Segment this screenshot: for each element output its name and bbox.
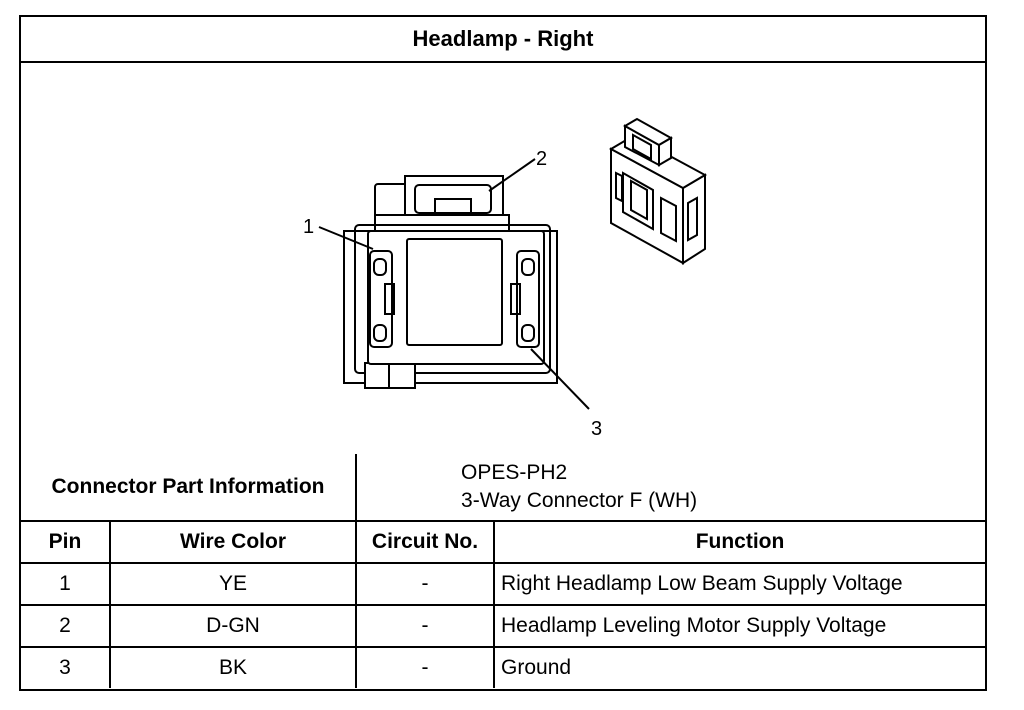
connector-info-label: Connector Part Information bbox=[21, 454, 358, 522]
pinout-table: Connector Part Information OPES-PH2 3-Wa… bbox=[21, 454, 986, 688]
circuit-cell: - bbox=[355, 646, 496, 688]
connector-part-number: OPES-PH2 bbox=[461, 461, 568, 484]
function-cell: Headlamp Leveling Motor Supply Voltage bbox=[493, 604, 986, 648]
connector-drawing: 1 2 3 bbox=[303, 117, 708, 440]
wire-color-cell: D-GN bbox=[108, 604, 358, 648]
function-cell: Ground bbox=[493, 646, 986, 688]
connector-isometric-view bbox=[608, 117, 708, 265]
connector-info-row: Connector Part Information OPES-PH2 3-Wa… bbox=[21, 454, 986, 522]
pinout-frame: Headlamp - Right bbox=[19, 15, 987, 691]
table-row: 2 D-GN - Headlamp Leveling Motor Supply … bbox=[21, 604, 986, 648]
pin-cell: 1 bbox=[21, 562, 111, 606]
page-title: Headlamp - Right bbox=[21, 17, 985, 63]
callout-3: 3 bbox=[591, 418, 602, 440]
function-cell: Right Headlamp Low Beam Supply Voltage bbox=[493, 562, 986, 606]
table-row: 1 YE - Right Headlamp Low Beam Supply Vo… bbox=[21, 562, 986, 606]
circuit-cell: - bbox=[355, 562, 496, 606]
callout-1: 1 bbox=[303, 216, 314, 238]
col-header-function: Function bbox=[493, 520, 986, 564]
pin-cell: 3 bbox=[21, 646, 111, 688]
table-row: 3 BK - Ground bbox=[21, 646, 986, 688]
connector-figure: 1 2 3 bbox=[21, 63, 985, 455]
col-header-wire-color: Wire Color bbox=[108, 520, 358, 564]
connector-description: 3-Way Connector F (WH) bbox=[461, 489, 698, 512]
circuit-cell: - bbox=[355, 604, 496, 648]
col-header-pin: Pin bbox=[21, 520, 111, 564]
col-header-circuit: Circuit No. bbox=[355, 520, 496, 564]
wire-color-cell: BK bbox=[108, 646, 358, 688]
connector-info-value: OPES-PH2 3-Way Connector F (WH) bbox=[355, 454, 986, 522]
callout-2: 2 bbox=[536, 148, 547, 170]
wire-color-cell: YE bbox=[108, 562, 358, 606]
connector-face-view bbox=[343, 175, 558, 389]
table-header-row: Pin Wire Color Circuit No. Function bbox=[21, 520, 986, 564]
pin-cell: 2 bbox=[21, 604, 111, 648]
